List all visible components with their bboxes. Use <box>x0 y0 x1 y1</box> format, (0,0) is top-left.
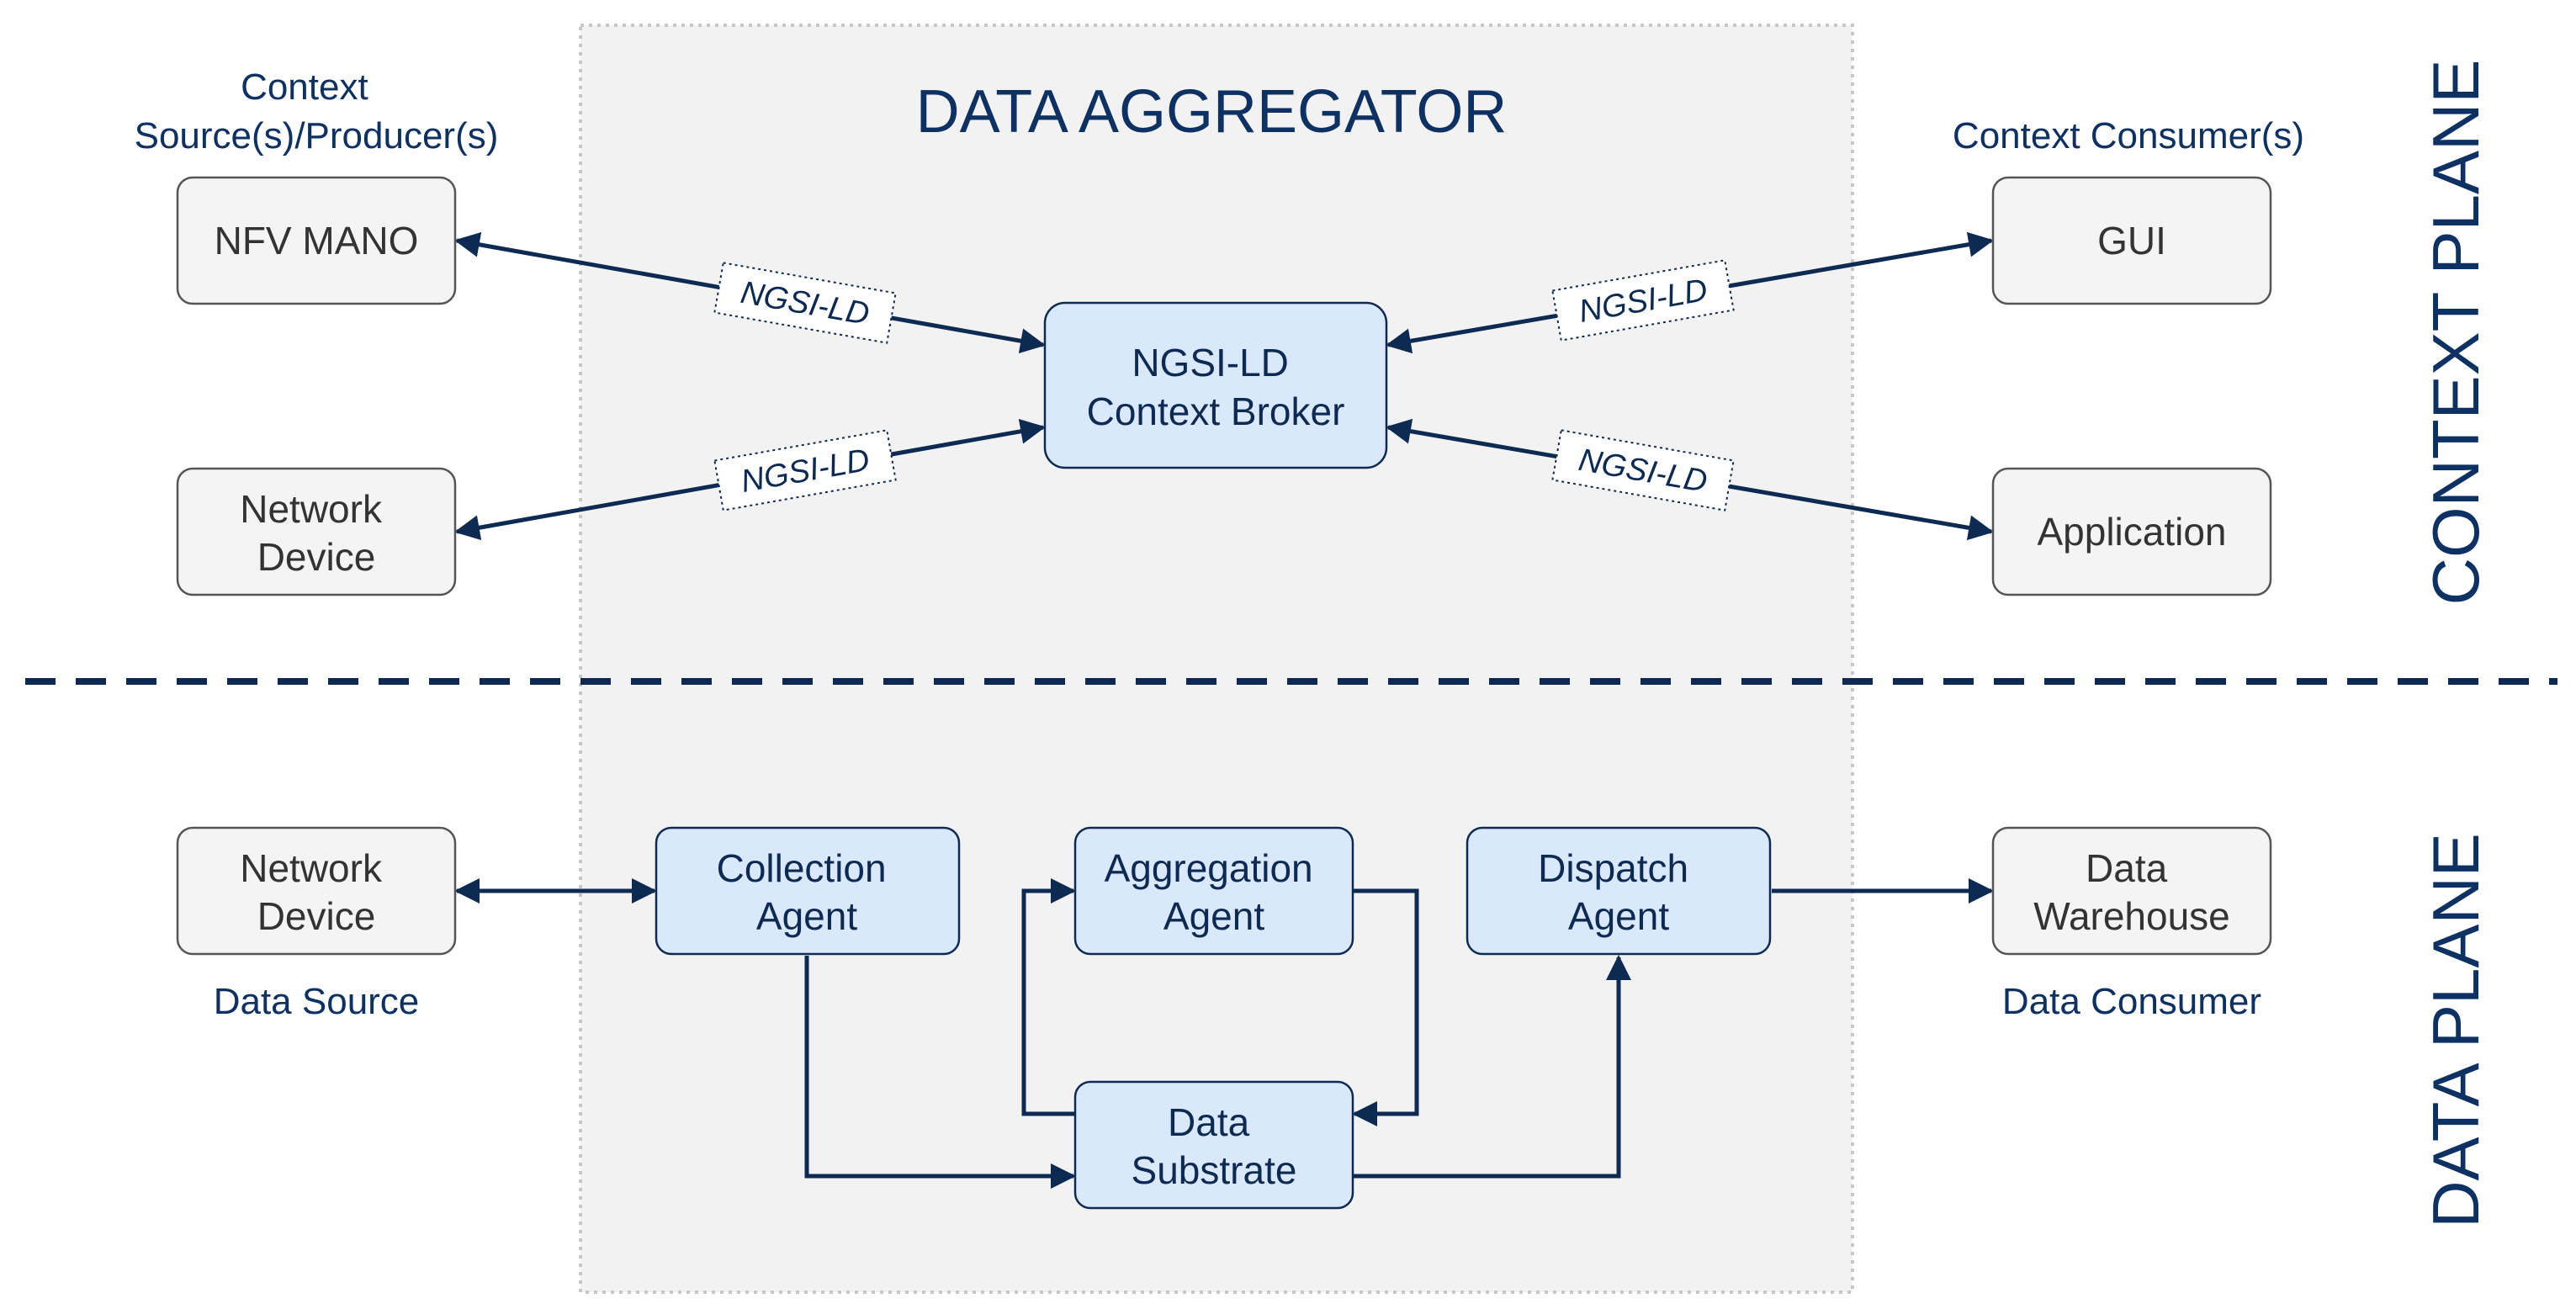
data-warehouse-box: Data Warehouse <box>1991 826 2272 956</box>
network-device-context-box: Network Device <box>176 467 457 596</box>
svg-text:NFV MANO: NFV MANO <box>215 219 419 262</box>
context-broker-box: NGSI-LD Context Broker <box>1043 301 1388 469</box>
aggregation-agent-box: Aggregation Agent <box>1073 826 1354 956</box>
svg-text:Data Warehouse: Data Warehouse <box>2033 846 2230 938</box>
context-plane-label: CONTEXT PLANE <box>2419 60 2493 606</box>
data-source-caption: Data Source <box>214 981 420 1022</box>
data-plane-label: DATA PLANE <box>2419 833 2493 1228</box>
svg-text:Dispatch Agent: Dispatch Agent <box>1538 846 1699 938</box>
arrow-collection-substrate <box>804 956 1076 1189</box>
application-box: Application <box>1991 467 2272 596</box>
collection-agent-box: Collection Agent <box>655 826 961 956</box>
arrow-aggregation-substrate <box>1352 888 1419 1126</box>
context-producers-label: Context Source(s)/Producer(s) <box>135 66 499 156</box>
svg-text:Collection Agent: Collection Agent <box>717 846 898 938</box>
arrow-substrate-aggregation <box>1021 878 1076 1116</box>
svg-text:Application: Application <box>2037 510 2226 554</box>
svg-text:Aggregation Agent: Aggregation Agent <box>1105 846 1324 938</box>
data-substrate-box: Data Substrate <box>1073 1080 1354 1210</box>
data-consumer-caption: Data Consumer <box>2002 981 2261 1022</box>
gui-box: GUI <box>1991 176 2272 305</box>
svg-text:Data Substrate: Data Substrate <box>1132 1100 1297 1192</box>
svg-text:GUI: GUI <box>2097 219 2166 262</box>
nfv-mano-box: NFV MANO <box>176 176 457 305</box>
svg-text:Network Device: Network Device <box>240 846 393 938</box>
network-device-data-box: Network Device <box>176 826 457 956</box>
svg-text:NGSI-LD Context Broker: NGSI-LD Context Broker <box>1087 341 1345 433</box>
aggregator-title: DATA AGGREGATOR <box>916 78 1508 146</box>
svg-text:Network Device: Network Device <box>240 487 393 579</box>
arrow-substrate-dispatch <box>1354 955 1631 1179</box>
context-consumers-label: Context Consumer(s) <box>1953 115 2304 156</box>
dispatch-agent-box: Dispatch Agent <box>1466 826 1772 956</box>
